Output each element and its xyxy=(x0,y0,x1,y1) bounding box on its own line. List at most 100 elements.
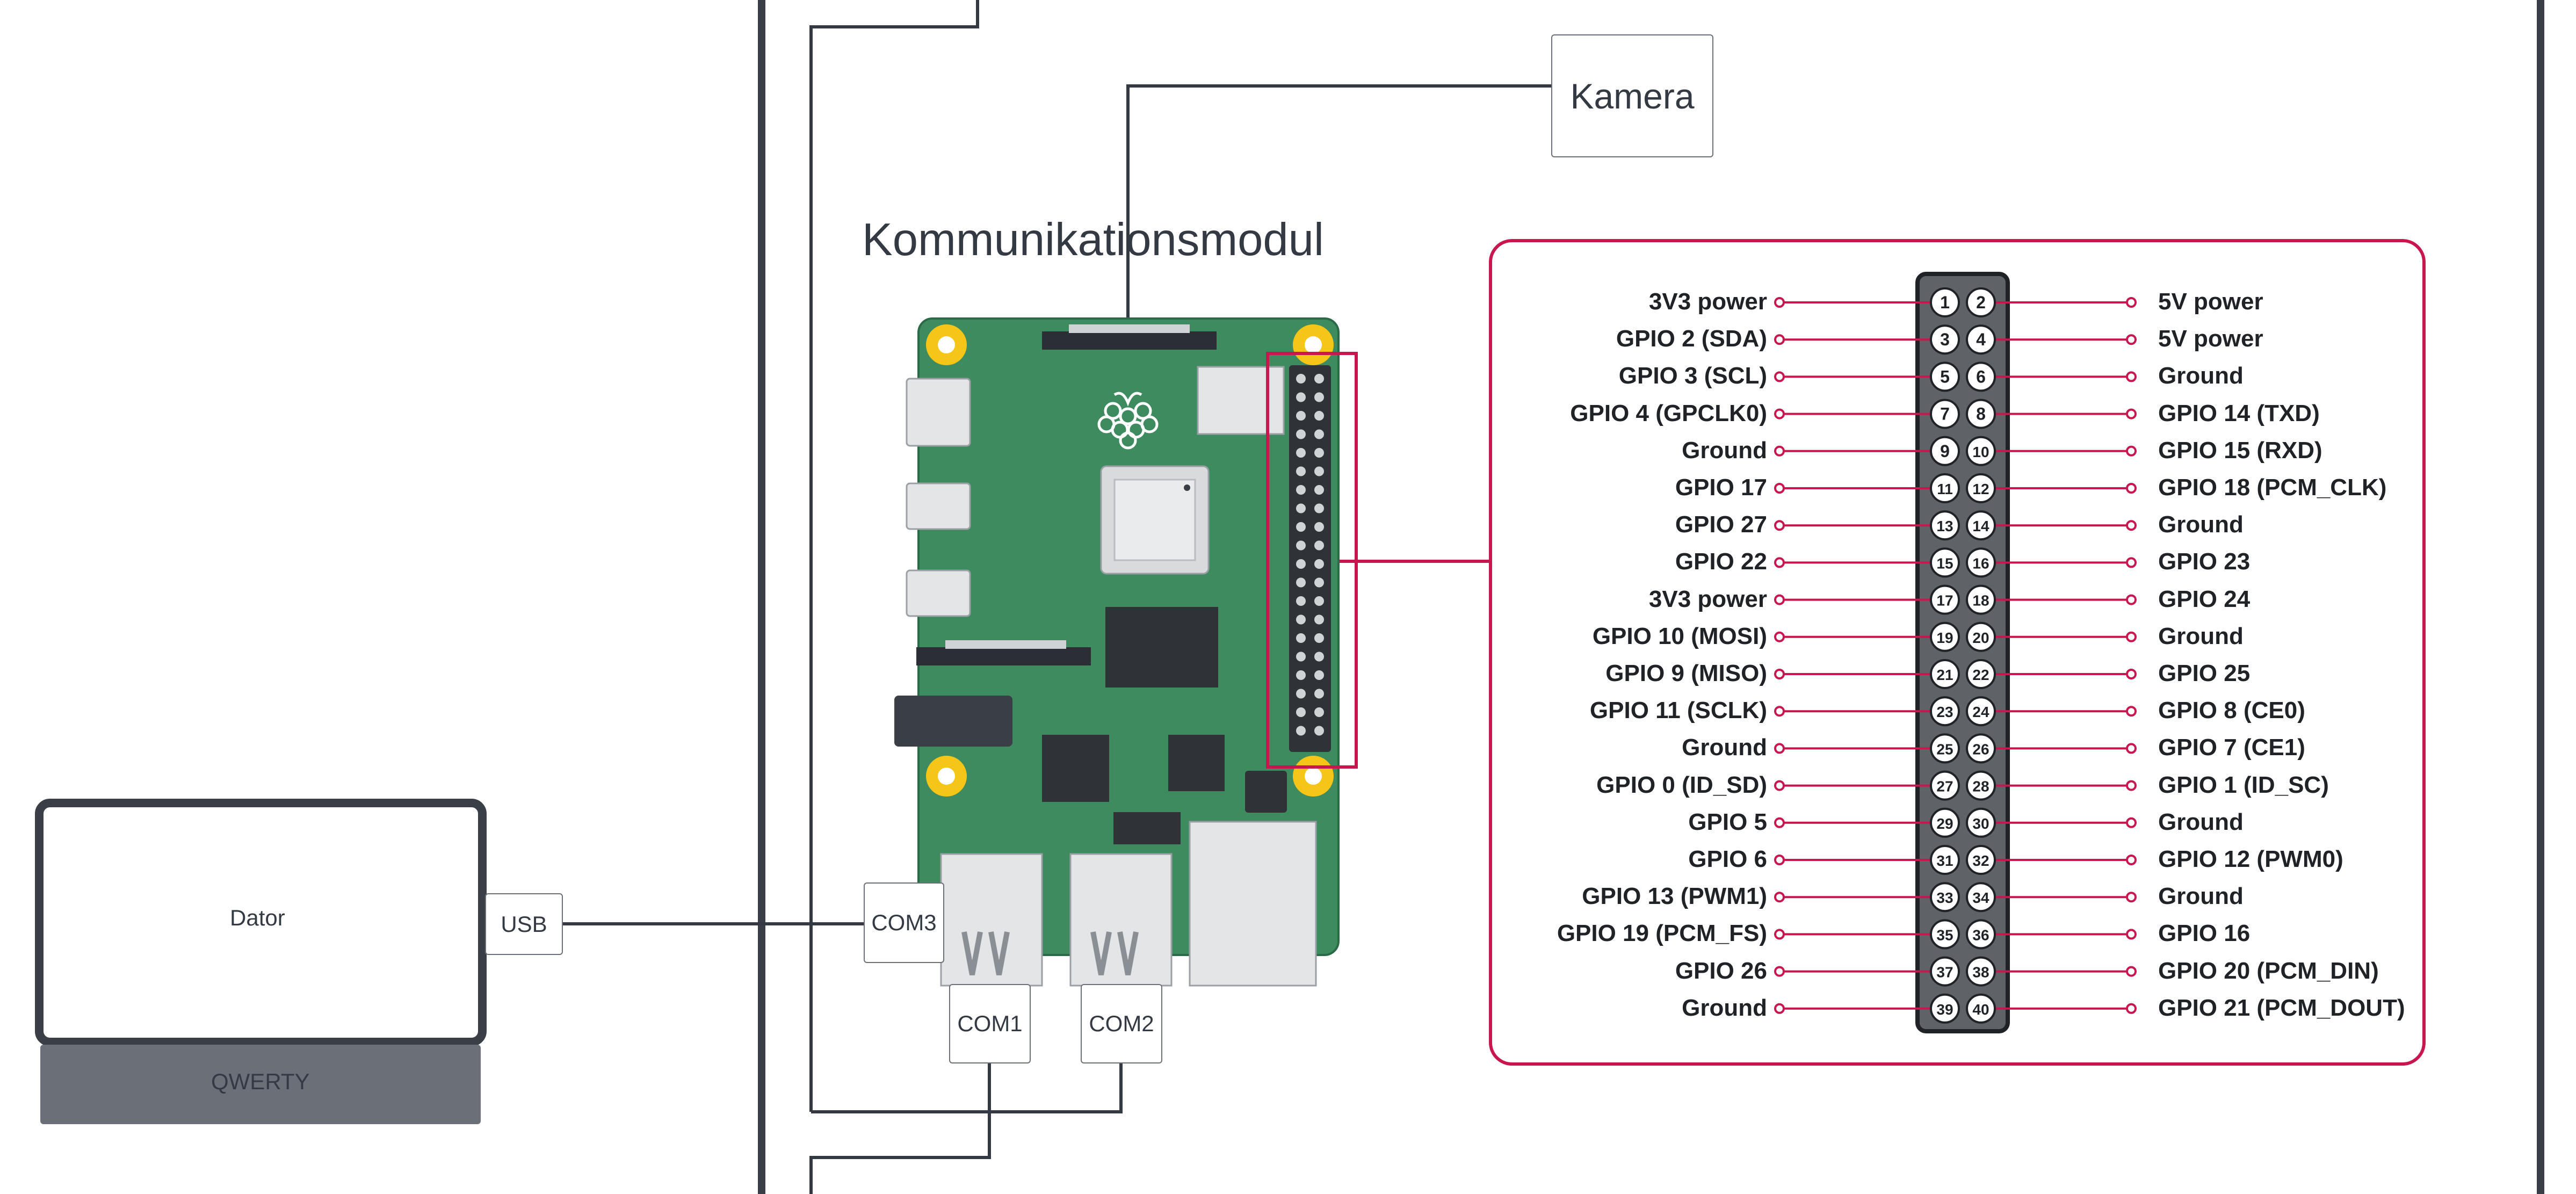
pin-number: 40 xyxy=(1972,1001,1989,1018)
pin-terminal-left xyxy=(1774,520,1785,531)
com2-box[interactable]: COM2 xyxy=(1081,984,1162,1063)
pin-label-right: 5V power xyxy=(2158,325,2263,352)
pin-circle xyxy=(1930,882,1960,913)
pin-label-right: GPIO 8 (CE0) xyxy=(2158,697,2305,724)
pin-label-left: GPIO 17 xyxy=(1675,474,1767,501)
pin-terminal-right xyxy=(2126,297,2137,308)
pin-circle xyxy=(1930,324,1960,355)
pin-number: 5 xyxy=(1940,367,1950,386)
pin-terminal-right xyxy=(2126,780,2137,791)
pin-number: 3 xyxy=(1940,330,1950,349)
pin-circle xyxy=(1930,919,1960,950)
board-pin xyxy=(1296,374,1306,383)
pin-terminal-left xyxy=(1774,743,1785,754)
pin-terminal-right xyxy=(2126,966,2137,977)
pin-terminal-right xyxy=(2126,929,2137,940)
pin-label-left: Ground xyxy=(1682,734,1767,761)
pin-label-left: GPIO 22 xyxy=(1675,548,1767,575)
pin-number: 8 xyxy=(1976,404,1986,424)
com1-line xyxy=(809,1063,991,1194)
pin-label-left: Ground xyxy=(1682,437,1767,464)
pin-circle xyxy=(1930,770,1960,801)
pin-number: 30 xyxy=(1972,815,1989,832)
board-pin xyxy=(1296,540,1306,551)
pin-circle xyxy=(1966,696,1996,727)
pin-terminal-left xyxy=(1774,445,1785,457)
pin-circle xyxy=(1966,473,1996,503)
board-pin xyxy=(1296,429,1306,439)
pin-number: 27 xyxy=(1936,778,1953,795)
pin-number: 38 xyxy=(1972,964,1989,981)
computer xyxy=(35,799,487,1124)
pin-terminal-right xyxy=(2126,1003,2137,1014)
pin-terminal-right xyxy=(2126,706,2137,717)
raspberry-pi-board xyxy=(894,317,1358,987)
usb-label: USB xyxy=(501,911,547,937)
pin-label-right: 5V power xyxy=(2158,288,2263,315)
pin-circle xyxy=(1930,547,1960,578)
pmic-chip xyxy=(1168,735,1225,791)
camera-line xyxy=(1126,84,1552,344)
pin-terminal-right xyxy=(2126,855,2137,865)
pin-terminal-left xyxy=(1774,855,1785,865)
pin-label-left: GPIO 3 (SCL) xyxy=(1618,363,1767,389)
com1-label: COM1 xyxy=(957,1011,1023,1036)
board-pin xyxy=(1296,448,1306,458)
pin-terminal-left xyxy=(1774,817,1785,828)
left-bus-line xyxy=(809,0,979,1112)
pin-circle xyxy=(1930,621,1960,652)
pin-terminal-left xyxy=(1774,1003,1785,1014)
board-pin xyxy=(1296,652,1306,662)
pin-number: 20 xyxy=(1972,629,1989,646)
pin-circle xyxy=(1930,845,1960,875)
pin-circle xyxy=(1966,919,1996,950)
board-pin xyxy=(1296,522,1306,532)
pin-terminal-right xyxy=(2126,520,2137,531)
module-title: Kommunikationsmodul xyxy=(862,214,1324,265)
pin-circle xyxy=(1966,882,1996,913)
pin-number: 4 xyxy=(1976,330,1986,349)
pin-label-right: GPIO 24 xyxy=(2158,585,2251,612)
board-pin xyxy=(1314,726,1324,736)
pin-number: 6 xyxy=(1976,367,1986,386)
pin-label-left: GPIO 5 xyxy=(1688,808,1767,835)
pin-label-right: GPIO 21 (PCM_DOUT) xyxy=(2158,994,2405,1021)
pin-number: 32 xyxy=(1972,852,1989,869)
pin-terminal-right xyxy=(2126,631,2137,642)
board-pin xyxy=(1314,577,1324,588)
pin-label-left: GPIO 11 (SCLK) xyxy=(1589,697,1767,724)
pin-circle xyxy=(1966,770,1996,801)
pin-circle xyxy=(1930,473,1960,503)
pin-circle xyxy=(1930,733,1960,764)
pin-terminal-left xyxy=(1774,334,1785,345)
pin-number: 22 xyxy=(1972,667,1989,683)
pin-number: 11 xyxy=(1937,481,1953,497)
pin-label-left: Ground xyxy=(1682,994,1767,1021)
pin-label-right: GPIO 18 (PCM_CLK) xyxy=(2158,474,2387,501)
board-pin xyxy=(1314,540,1324,551)
usb-port-box[interactable]: USB xyxy=(485,893,563,955)
board-pin xyxy=(1314,670,1324,680)
pin-terminal-left xyxy=(1774,557,1785,568)
com1-box[interactable]: COM1 xyxy=(949,984,1031,1063)
connectors xyxy=(563,0,1552,1194)
com3-box[interactable]: COM3 xyxy=(864,882,944,963)
micro-hdmi-port-1 xyxy=(906,569,971,617)
pin-terminal-left xyxy=(1774,631,1785,642)
pin-circle xyxy=(1930,807,1960,838)
pin-terminal-right xyxy=(2126,334,2137,345)
board-pin xyxy=(1314,652,1324,662)
pin-label-right: GPIO 23 xyxy=(2158,548,2251,575)
pin-circle xyxy=(1930,287,1960,317)
pin-number: 31 xyxy=(1936,852,1953,869)
camera-box[interactable]: Kamera xyxy=(1551,34,1713,157)
pin-number: 24 xyxy=(1972,704,1989,720)
pin-terminal-left xyxy=(1774,371,1785,382)
pin-number: 17 xyxy=(1936,592,1953,609)
pin-label-right: Ground xyxy=(2158,623,2244,649)
camera-label: Kamera xyxy=(1570,76,1695,116)
pin-label-right: GPIO 14 (TXD) xyxy=(2158,400,2320,426)
board-pin xyxy=(1314,411,1324,421)
com2-label: COM2 xyxy=(1089,1011,1154,1036)
